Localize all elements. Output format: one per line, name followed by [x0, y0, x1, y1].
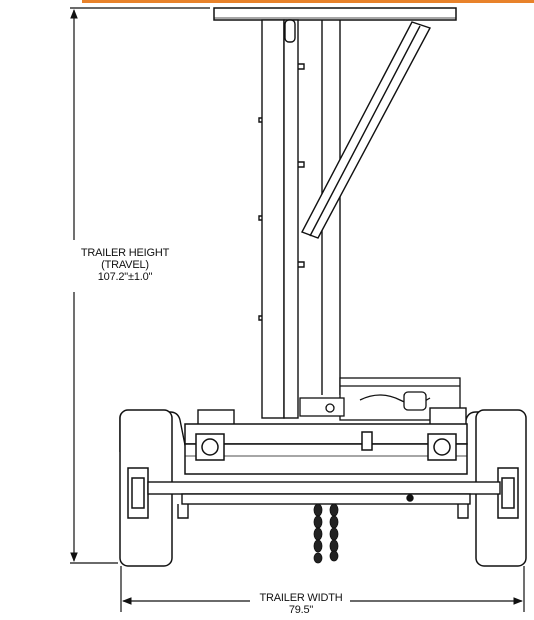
height-dimension	[70, 7, 210, 564]
trailer-height-title: TRAILER HEIGHT	[80, 247, 170, 259]
trailer-height-value: 107.2"±1.0"	[97, 271, 153, 283]
trailer-frame	[184, 423, 468, 475]
trailer-width-title: TRAILER WIDTH	[259, 592, 343, 604]
diagonal-brace	[301, 21, 432, 239]
trailer-height-label: TRAILER HEIGHT (TRAVEL) 107.2"±1.0"	[66, 247, 184, 283]
trailer-height-subtitle: (TRAVEL)	[101, 259, 149, 271]
mast	[258, 19, 341, 419]
top-plate	[213, 7, 457, 21]
width-dimension	[120, 566, 525, 612]
right-wheel	[475, 409, 527, 567]
trailer-width-value: 79.5"	[288, 604, 314, 616]
axle	[147, 481, 501, 519]
left-wheel	[119, 409, 173, 567]
mechanism-box	[299, 377, 461, 421]
header-accent-bar	[82, 0, 534, 3]
safety-chains	[313, 503, 339, 564]
trailer-width-label: TRAILER WIDTH 79.5"	[246, 592, 356, 616]
